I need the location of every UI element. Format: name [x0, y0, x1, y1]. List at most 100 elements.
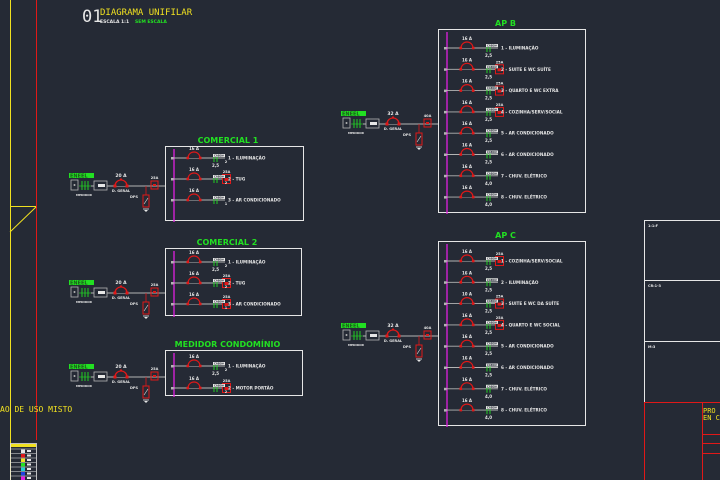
circuit-description: 2 - TUG [228, 281, 246, 286]
main-breaker-terminal [385, 122, 389, 126]
ground-icon [144, 401, 148, 403]
supply-label: ENEEL [70, 281, 88, 287]
dps-arrow [416, 135, 422, 143]
breaker-terminal [471, 259, 475, 263]
circuit-breaker-rating: 16 A [462, 79, 473, 84]
meter-label: MEDIDOR [348, 343, 365, 347]
supply-source-symbol [342, 117, 351, 129]
dps-symbol [415, 344, 423, 358]
title-text: DIAGRAMA UNIFILAR [100, 8, 193, 18]
breaker-terminal [186, 364, 190, 368]
circuit-description: 2 - ILUMINAÇÃO [501, 280, 539, 285]
circuit-breaker-symbol [187, 172, 201, 180]
circuit-breaker-symbol [460, 105, 474, 112]
bus-tap [444, 110, 447, 114]
circuit-breaker-symbol [187, 255, 201, 263]
legend-color-label [27, 472, 31, 475]
main-breaker-rating: 32 A [387, 323, 399, 329]
breaker-terminal [198, 386, 202, 390]
dps-symbol [142, 385, 150, 399]
cable-section: 2,5 [485, 351, 492, 356]
breaker-terminal [471, 366, 475, 369]
breaker-terminal [471, 153, 475, 156]
cable-label: CABO# [487, 257, 497, 261]
main-breaker-terminal [385, 334, 389, 338]
circuit-breaker-symbol [460, 169, 474, 176]
circuit-description: 4 - COZINHA/SERV/SOCIAL [501, 109, 563, 114]
supply-source-dot [345, 334, 348, 336]
circuit-description: 8 - CHUV. ELÉTRICO [501, 195, 547, 200]
cable-label: CABO# [487, 320, 497, 324]
cable-label-bg [486, 86, 498, 90]
title-scale-value: SEM ESCALA [135, 19, 167, 25]
cable-label: CABO# [214, 362, 224, 366]
circuit-breaker-symbol [460, 339, 474, 347]
circuit-idr-inner [497, 302, 502, 306]
main-breaker-label: D. GERAL [384, 339, 403, 343]
supply-label-bg [341, 111, 366, 116]
dps-arrow [143, 388, 149, 396]
supply-label-bg [69, 173, 94, 178]
panel-title: AP C [495, 231, 516, 240]
bus-tap [444, 323, 447, 327]
circuit-breaker-symbol [460, 41, 474, 49]
circuit-breaker-rating: 16 A [189, 354, 200, 359]
main-idr-symbol [423, 330, 432, 340]
cable-label-bg [486, 257, 498, 260]
panel-title: AP B [495, 19, 516, 28]
circuit-breaker-symbol [460, 84, 474, 91]
cable-label-bg [486, 107, 498, 111]
cable-label-bg [213, 362, 225, 365]
main-breaker-label: D. GERAL [384, 127, 403, 131]
cable-label: CABO# [487, 278, 497, 282]
circuit-description: 6 - AR CONDICIONADO [501, 152, 554, 157]
legend-header [11, 444, 36, 447]
main-breaker-symbol [386, 117, 400, 125]
main-breaker-top [120, 369, 122, 372]
dps-label: DPS [130, 386, 138, 390]
cable-section: 2,5 [212, 163, 219, 168]
supply-label-bg [69, 364, 94, 369]
breaker-terminal [459, 344, 463, 348]
breaker-terminal [186, 156, 190, 160]
circuit-idr-inner [497, 89, 502, 93]
main-idr-symbol [150, 371, 159, 381]
supply-label: ENEEL [342, 112, 360, 118]
cable-label-bg [486, 278, 498, 282]
breaker-terminal [471, 387, 475, 391]
circuit-description: 1 - ILUMINAÇÃO [228, 156, 266, 161]
breaker-terminal [459, 259, 463, 263]
bus-tap [444, 132, 447, 135]
main-breaker-terminal [113, 375, 117, 379]
main-idr-symbol [423, 118, 432, 128]
meter-display [98, 375, 105, 378]
supply-label-bg [341, 323, 366, 328]
circuit-description: 1 - ILUMINAÇÃO [501, 46, 539, 51]
bus-tap [171, 282, 174, 285]
supply-source-symbol [70, 370, 79, 382]
cable-section: 2,5 [212, 267, 219, 272]
panel-title-2: EN C [703, 414, 720, 422]
circuit-breaker-symbol [460, 254, 474, 262]
main-breaker-terminal [397, 334, 401, 338]
cable-label: CABO# [487, 107, 497, 111]
supply-source-symbol [70, 286, 79, 298]
supply-source-dot [73, 375, 76, 377]
meter-display [98, 184, 105, 187]
panel-title: MEDIDOR CONDOMÍNIO [175, 338, 281, 349]
dps-symbol [142, 301, 150, 315]
circuit-phase: 2 [225, 390, 228, 394]
bus-tap [444, 387, 447, 391]
breaker-terminal [459, 153, 463, 156]
cable-section: 2,5 [485, 138, 492, 143]
right-title-block: 1:1:F CR:1-3 M:3 PRO EN C [644, 220, 720, 480]
cable-label: CABO# [487, 150, 497, 154]
